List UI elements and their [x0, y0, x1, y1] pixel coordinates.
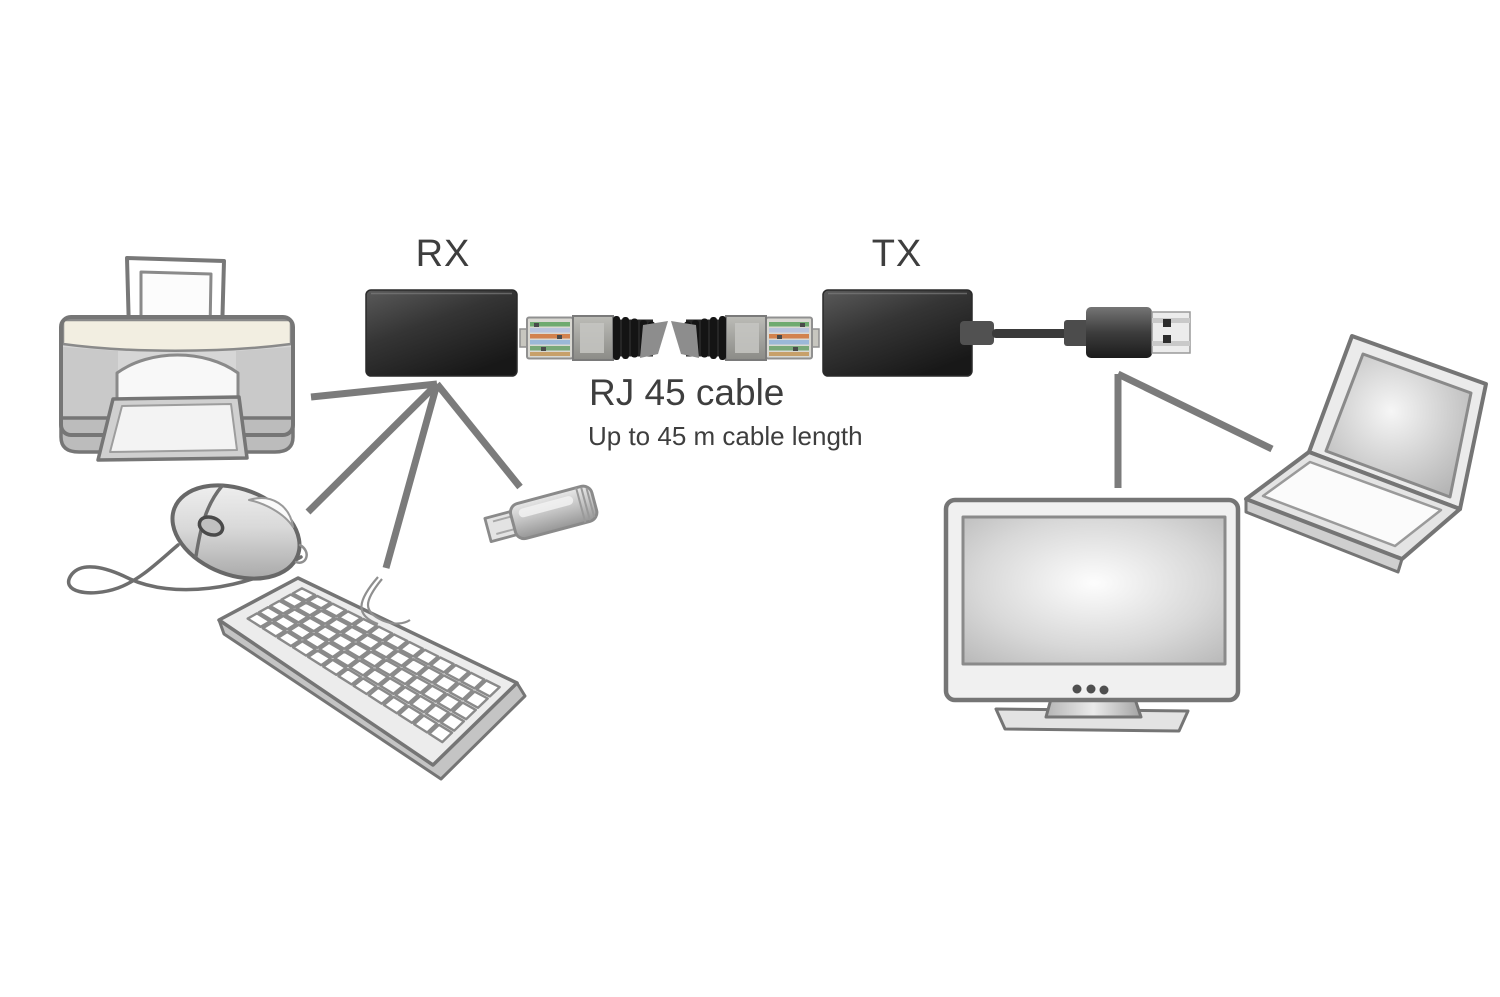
line-rx-usbstick [434, 381, 523, 490]
keyboard-keys [246, 587, 501, 744]
rx-label: RX [415, 233, 471, 275]
cable-title: RJ 45 cable [589, 372, 785, 413]
monitor-icon [943, 497, 1241, 733]
connection-lines [305, 370, 1274, 569]
laptop-icon [1244, 334, 1488, 574]
mouse-icon [66, 483, 308, 595]
usb-plug-icon [960, 307, 1191, 358]
rx-extender-box [365, 289, 518, 377]
rj45-connector-left-icon [519, 315, 669, 361]
cable-subtitle: Up to 45 m cable length [588, 421, 863, 451]
line-rx-printer [310, 380, 438, 401]
line-rx-keyboard [382, 383, 441, 569]
tx-label: TX [871, 233, 923, 275]
line-tx-laptop [1116, 370, 1274, 453]
mouse-cord [66, 543, 303, 595]
printer-icon [59, 256, 295, 462]
rj45-connector-right-icon [670, 315, 820, 361]
keyboard-cord [360, 576, 411, 626]
rj45-cable-icon [519, 315, 820, 361]
tx-extender-box [822, 289, 973, 377]
line-rx-mouse [305, 381, 440, 515]
keyboard-icon [217, 576, 527, 781]
usb-stick-icon [483, 484, 599, 543]
